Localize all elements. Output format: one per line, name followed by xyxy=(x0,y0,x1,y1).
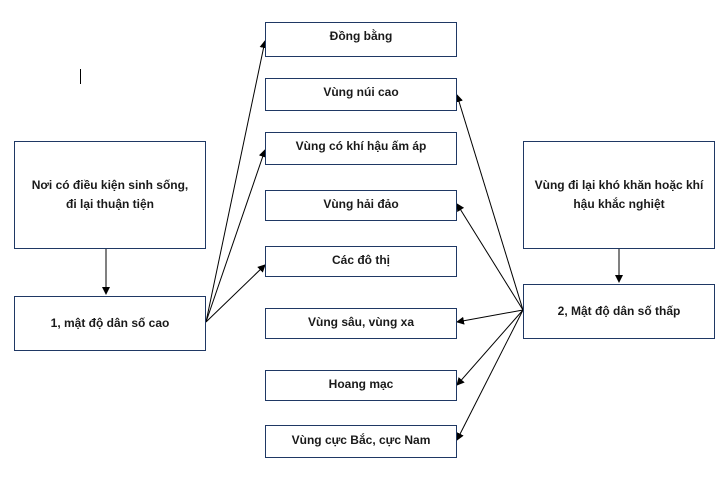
arrow-low-to-vung-cuc xyxy=(456,309,524,441)
middle-item-label: Vùng có khí hậu ấm áp xyxy=(295,139,427,153)
arrow-high-to-khi-hau-am-ap xyxy=(205,149,267,323)
middle-item-vung-cuc: Vùng cực Bắc, cực Nam xyxy=(265,425,457,458)
middle-item-label: Đồng bằng xyxy=(329,29,393,43)
left-result-text: 1, mật độ dân số cao xyxy=(50,316,170,330)
middle-item-do-thi: Các đô thị xyxy=(265,246,457,277)
right-result-box: 2, Mật độ dân số thấp xyxy=(523,284,715,339)
middle-item-label: Vùng núi cao xyxy=(323,85,399,99)
middle-item-khi-hau-am-ap: Vùng có khí hậu ấm áp xyxy=(265,132,457,165)
left-condition-text: Nơi có điều kiện sinh sống, đi lại thuận… xyxy=(31,178,189,211)
middle-item-label: Vùng hải đảo xyxy=(323,197,399,211)
left-result-box: 1, mật độ dân số cao xyxy=(14,296,206,351)
arrow-low-to-hai-dao xyxy=(456,203,524,311)
middle-item-hoang-mac: Hoang mạc xyxy=(265,370,457,401)
text-cursor xyxy=(80,69,81,84)
middle-item-label: Vùng sâu, vùng xa xyxy=(307,315,415,329)
middle-item-vung-sau: Vùng sâu, vùng xa xyxy=(265,308,457,339)
right-condition-box: Vùng đi lại khó khăn hoặc khí hậu khắc n… xyxy=(523,141,715,249)
arrow-low-to-vung-sau xyxy=(456,309,524,325)
right-condition-text: Vùng đi lại khó khăn hoặc khí hậu khắc n… xyxy=(534,178,704,211)
middle-item-label: Hoang mạc xyxy=(328,377,394,391)
middle-item-label: Vùng cực Bắc, cực Nam xyxy=(291,433,431,447)
arrow-low-to-nui-cao xyxy=(455,94,524,311)
arrow-low-to-hoang-mac xyxy=(456,309,524,386)
middle-item-hai-dao: Vùng hải đảo xyxy=(265,190,457,221)
left-condition-box: Nơi có điều kiện sinh sống, đi lại thuận… xyxy=(14,141,206,249)
arrow-high-to-dong-bang xyxy=(205,40,268,323)
middle-item-dong-bang: Đồng bằng xyxy=(265,22,457,57)
middle-item-nui-cao: Vùng núi cao xyxy=(265,78,457,111)
middle-item-label: Các đô thị xyxy=(331,253,390,267)
right-result-text: 2, Mật độ dân số thấp xyxy=(557,304,681,318)
arrow-high-to-do-thi xyxy=(205,264,266,323)
